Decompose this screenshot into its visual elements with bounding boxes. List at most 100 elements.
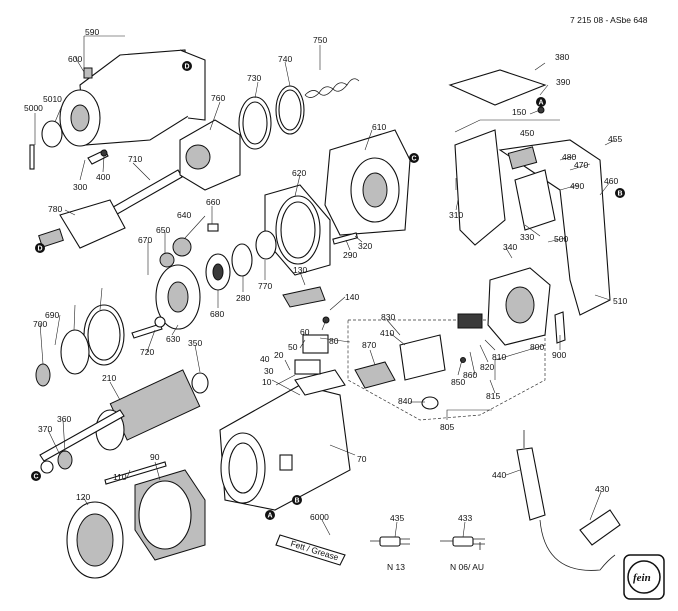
part-label: 380: [555, 52, 569, 62]
part-label: 900: [552, 350, 566, 360]
part-label: 433: [458, 513, 472, 523]
part-label: 600: [68, 54, 82, 64]
part-label: 450: [520, 128, 534, 138]
part-label: 860: [463, 370, 477, 380]
brush-group: [282, 286, 330, 375]
part-label: 820: [480, 362, 494, 372]
side-handle: [516, 430, 546, 521]
part-label: 750: [313, 35, 327, 45]
part-label: 30: [264, 366, 274, 376]
plug-n06: [440, 536, 485, 550]
part-label: 110: [113, 472, 127, 482]
marker-c: C: [412, 156, 417, 163]
part-labels: 590 600 5000 5010 300 400 710 780 740 73…: [24, 27, 627, 523]
part-label: 840: [398, 396, 412, 406]
armature-group: [39, 369, 209, 474]
planetary-group: [35, 223, 277, 387]
part-label: 630: [166, 334, 180, 344]
part-label: 150: [512, 107, 526, 117]
part-label: 10: [262, 377, 272, 387]
marker-a: A: [539, 100, 544, 107]
part-label: 360: [57, 414, 71, 424]
part-label: 730: [247, 73, 261, 83]
part-label: 690: [45, 310, 59, 320]
handle-group: [448, 69, 611, 316]
part-label: 310: [449, 210, 463, 220]
marker-a: A: [268, 513, 273, 520]
drawing-number: 7 215 08 - ASbe 648: [570, 15, 648, 25]
grease-tube: Fett / Grease: [275, 534, 346, 566]
part-label: 850: [451, 377, 465, 387]
part-label: 435: [390, 513, 404, 523]
leader-lines: [34, 35, 616, 538]
logo-text: fein: [633, 572, 651, 584]
part-label: 480: [562, 152, 576, 162]
part-label: 70: [357, 454, 367, 464]
part-label: 430: [595, 484, 609, 494]
part-label: 370: [38, 424, 52, 434]
part-label: 455: [608, 134, 622, 144]
marker-d: D: [38, 246, 43, 253]
marker-b: B: [618, 191, 623, 198]
part-label: 700: [33, 319, 47, 329]
part-label: 290: [343, 250, 357, 260]
part-label: 340: [503, 242, 517, 252]
part-label: 510: [613, 296, 627, 306]
part-label: 650: [156, 225, 170, 235]
part-label: 800: [530, 342, 544, 352]
ring-gear-housing: [264, 129, 411, 276]
marker-d: D: [185, 64, 190, 71]
electronics-group: [347, 313, 546, 421]
part-label: 5010: [43, 94, 62, 104]
part-label: 120: [76, 492, 90, 502]
part-label: 810: [492, 352, 506, 362]
part-label: 720: [140, 347, 154, 357]
part-label: 280: [236, 293, 250, 303]
part-label: 210: [102, 373, 116, 383]
part-label: 300: [73, 182, 87, 192]
spring-group: [179, 78, 360, 191]
part-label: 460: [604, 176, 618, 186]
part-label: 780: [48, 204, 62, 214]
plug-n13-caption: N 13: [387, 562, 405, 572]
part-label: 440: [492, 470, 506, 480]
plug-n06-caption: N 06/ AU: [450, 562, 484, 572]
marker-b: B: [295, 498, 300, 505]
part-label: 660: [206, 197, 220, 207]
part-label: 400: [96, 172, 110, 182]
gear-housing-group: [29, 49, 206, 170]
motor-housing: [219, 369, 351, 511]
part-label: 710: [128, 154, 142, 164]
part-label: 410: [380, 328, 394, 338]
part-label: 670: [138, 235, 152, 245]
part-label: 740: [278, 54, 292, 64]
fein-logo: fein: [623, 554, 665, 600]
spindle-group: [38, 169, 183, 249]
part-label: 620: [292, 168, 306, 178]
plug-n13: [370, 536, 410, 547]
part-label: 610: [372, 122, 386, 132]
part-label: 590: [85, 27, 99, 37]
part-label: 130: [293, 265, 307, 275]
part-label: 20: [274, 350, 284, 360]
power-cord: [539, 509, 621, 571]
part-label: 60: [300, 327, 310, 337]
part-label: 830: [381, 312, 395, 322]
part-label: 640: [177, 210, 191, 220]
part-label: 350: [188, 338, 202, 348]
part-label: 470: [574, 160, 588, 170]
part-label: 490: [570, 181, 584, 191]
part-label: 320: [358, 241, 372, 251]
part-label: 805: [440, 422, 454, 432]
part-label: 815: [486, 391, 500, 401]
part-label: 140: [345, 292, 359, 302]
part-label: 680: [210, 309, 224, 319]
part-label: 90: [150, 452, 160, 462]
part-label: 40: [260, 354, 270, 364]
part-label: 6000: [310, 512, 329, 522]
part-label: 5000: [24, 103, 43, 113]
part-label: 50: [288, 342, 298, 352]
reference-markers: D D C C A A B B: [31, 61, 625, 520]
switch-housing: [487, 267, 566, 346]
